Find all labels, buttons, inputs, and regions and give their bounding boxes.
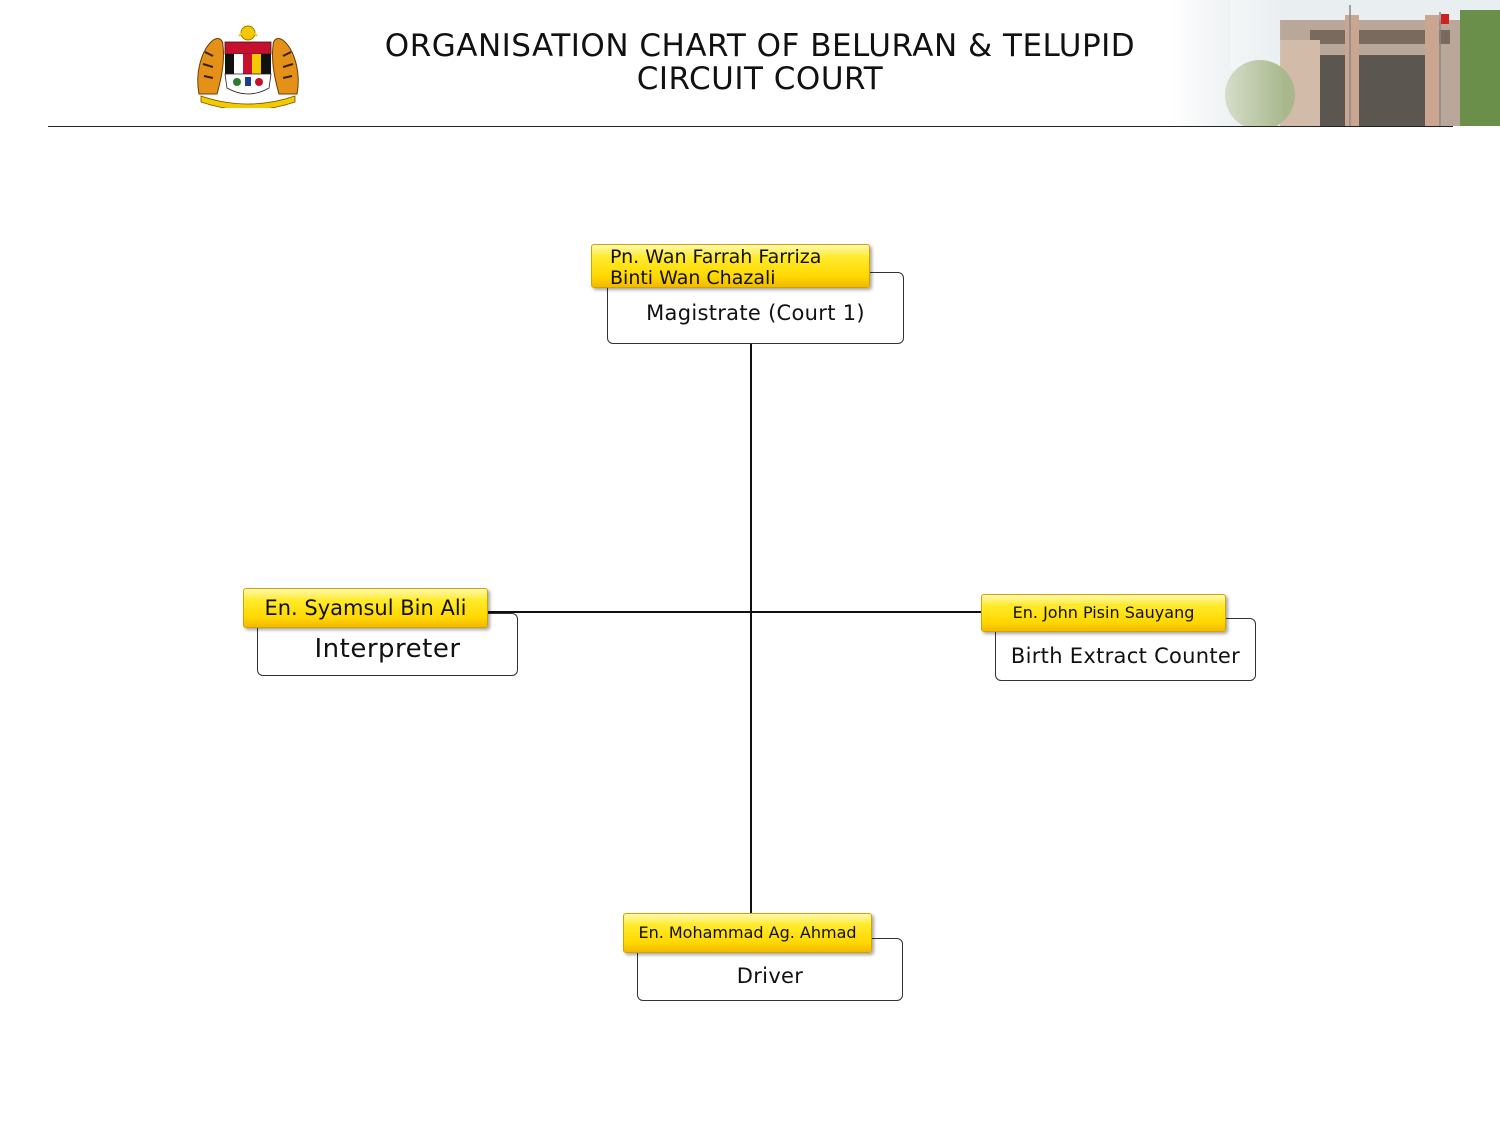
title-line-2: CIRCUIT COURT	[636, 61, 884, 97]
coat-of-arms-icon	[197, 25, 299, 108]
header-divider	[48, 126, 1453, 127]
connector-horizontal	[488, 611, 984, 613]
node-magistrate-name-line-1: Pn. Wan Farrah Farriza	[610, 246, 822, 268]
node-magistrate-name-line-2: Binti Wan Chazali	[610, 267, 776, 289]
court-building-photo	[1170, 0, 1500, 126]
node-driver-name-tag: En. Mohammad Ag. Ahmad	[623, 913, 872, 953]
node-birth-extract-name: En. John Pisin Sauyang	[1012, 603, 1195, 622]
node-birth-extract-name-tag: En. John Pisin Sauyang	[981, 594, 1226, 632]
node-birth-extract-role: Birth Extract Counter	[1010, 643, 1241, 668]
node-driver-name: En. Mohammad Ag. Ahmad	[638, 923, 857, 942]
node-magistrate-role: Magistrate (Court 1)	[646, 301, 865, 325]
node-interpreter-name: En. Syamsul Bin Ali	[264, 596, 467, 620]
node-interpreter-name-tag: En. Syamsul Bin Ali	[243, 588, 488, 628]
node-interpreter-role: Interpreter	[314, 633, 461, 664]
connector-vertical	[750, 343, 752, 913]
node-magistrate-name-tag: Pn. Wan Farrah Farriza Binti Wan Chazali	[591, 244, 870, 289]
node-driver-role: Driver	[736, 963, 804, 988]
title-line-1: ORGANISATION CHART OF BELURAN & TELUPID	[384, 28, 1136, 64]
page-title: ORGANISATION CHART OF BELURAN & TELUPID …	[330, 30, 1190, 96]
